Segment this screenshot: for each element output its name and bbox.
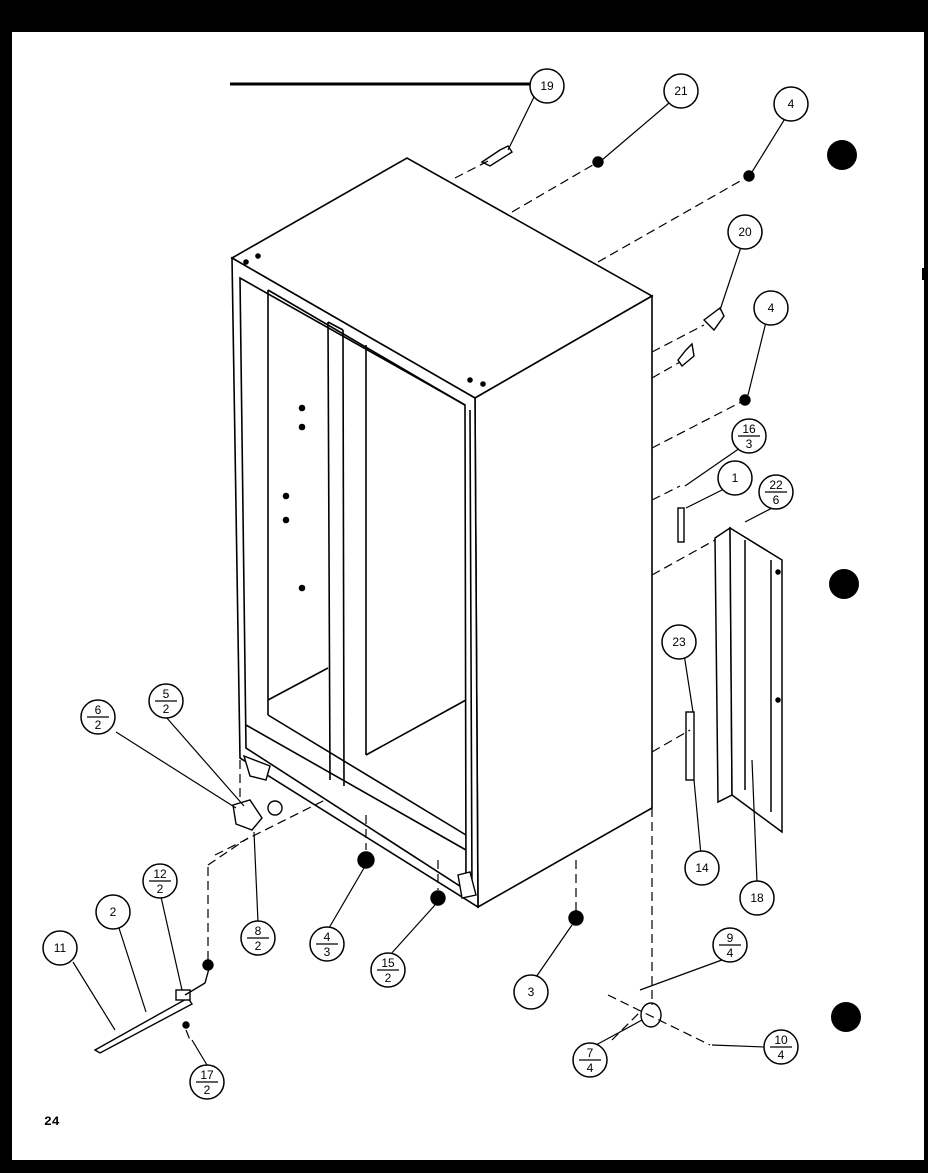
fraction-bottom: 2 xyxy=(157,882,164,896)
fraction-bottom: 4 xyxy=(727,946,734,960)
fraction-bottom: 3 xyxy=(746,437,753,451)
fraction-bottom: 4 xyxy=(587,1061,594,1075)
callout-c18: 18 xyxy=(739,880,775,916)
fraction-top: 22 xyxy=(769,478,783,492)
fraction-callout-f12_2: 122 xyxy=(142,863,178,899)
rear-panel xyxy=(714,526,783,834)
dashed-leaders xyxy=(185,159,750,1046)
fraction-top: 10 xyxy=(774,1033,788,1047)
callout-label: 1 xyxy=(732,471,739,485)
fraction-callout-f10_4: 104 xyxy=(763,1029,799,1065)
registration-dot-bottom xyxy=(831,1002,861,1032)
callout-label: 18 xyxy=(750,891,764,905)
callout-c11: 11 xyxy=(42,930,78,966)
fraction-callout-f15_2: 152 xyxy=(370,952,406,988)
fraction-callout-f6_2: 62 xyxy=(80,699,116,735)
callout-c20: 20 xyxy=(727,214,763,250)
edge-mark xyxy=(922,268,926,280)
registration-dot-middle xyxy=(829,569,859,599)
fraction-bottom: 3 xyxy=(324,945,331,959)
page-number: 24 xyxy=(44,1114,60,1129)
callout-c4a: 4 xyxy=(773,86,809,122)
fraction-top: 7 xyxy=(587,1046,594,1060)
callout-c2: 2 xyxy=(95,894,131,930)
fraction-bottom: 2 xyxy=(385,971,392,985)
callout-label: 21 xyxy=(674,84,688,98)
fraction-callout-f7_4: 74 xyxy=(572,1042,608,1078)
callout-label: 23 xyxy=(672,635,686,649)
callout-label: 4 xyxy=(768,301,775,315)
callout-label: 2 xyxy=(110,905,117,919)
fraction-bottom: 2 xyxy=(255,939,262,953)
fraction-bottom: 6 xyxy=(773,493,780,507)
fraction-top: 15 xyxy=(381,956,395,970)
callout-c3: 3 xyxy=(513,974,549,1010)
fraction-bottom: 4 xyxy=(778,1048,785,1062)
callout-c4b: 4 xyxy=(753,290,789,326)
fraction-callout-f16_3: 163 xyxy=(731,418,767,454)
fraction-bottom: 2 xyxy=(95,718,102,732)
callout-c23: 23 xyxy=(661,624,697,660)
hinge-and-leveler-parts xyxy=(93,145,755,1054)
callout-c19: 19 xyxy=(529,68,565,104)
callout-label: 3 xyxy=(528,985,535,999)
cabinet-body xyxy=(230,157,654,909)
fraction-callout-f22_6: 226 xyxy=(758,474,794,510)
registration-dot-top xyxy=(827,140,857,170)
callout-label: 4 xyxy=(788,97,795,111)
fraction-top: 12 xyxy=(153,867,167,881)
callout-c21: 21 xyxy=(663,73,699,109)
callout-c14: 14 xyxy=(684,850,720,886)
callout-c1: 1 xyxy=(717,460,753,496)
fraction-top: 9 xyxy=(727,931,734,945)
fraction-callout-f8_2: 82 xyxy=(240,920,276,956)
solid-leaders xyxy=(72,96,787,1066)
fraction-callout-f17_2: 172 xyxy=(189,1064,225,1100)
fraction-top: 16 xyxy=(742,422,756,436)
fraction-bottom: 2 xyxy=(163,702,170,716)
fraction-top: 5 xyxy=(163,687,170,701)
callout-label: 20 xyxy=(738,225,752,239)
callout-label: 11 xyxy=(54,941,67,955)
callout-label: 14 xyxy=(695,861,709,875)
fraction-bottom: 2 xyxy=(204,1083,211,1097)
fraction-top: 17 xyxy=(200,1068,214,1082)
fraction-callout-f9_4: 94 xyxy=(712,927,748,963)
fraction-top: 4 xyxy=(324,930,331,944)
fraction-top: 6 xyxy=(95,703,102,717)
fraction-callout-f4_3: 43 xyxy=(309,926,345,962)
fraction-callout-f5_2: 52 xyxy=(148,683,184,719)
callout-label: 19 xyxy=(540,79,554,93)
fraction-top: 8 xyxy=(255,924,262,938)
